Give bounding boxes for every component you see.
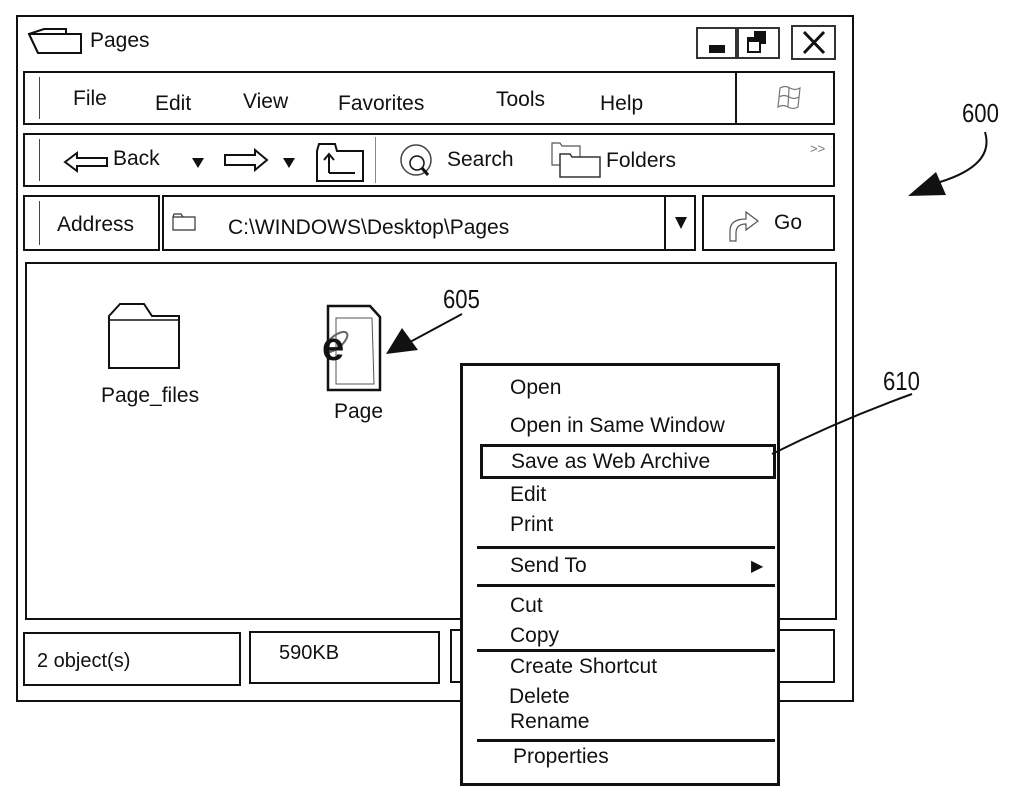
- folders-button[interactable]: Folders: [550, 139, 700, 183]
- back-label: Back: [113, 147, 160, 171]
- status-size: 590KB: [249, 631, 440, 684]
- menu-separator: [477, 584, 775, 587]
- toolbar-grip[interactable]: [39, 139, 40, 181]
- menu-item-properties[interactable]: Properties: [513, 745, 609, 769]
- svg-text:e: e: [322, 325, 344, 369]
- restore-button[interactable]: [737, 27, 780, 59]
- folders-label: Folders: [606, 149, 676, 173]
- forward-dropdown-icon[interactable]: [282, 157, 296, 169]
- menu-tools[interactable]: Tools: [496, 88, 545, 112]
- annotation-600: 600: [962, 98, 999, 129]
- menu-item-save-web-archive[interactable]: Save as Web Archive: [511, 450, 710, 474]
- annotation-arrow-600: [900, 130, 1000, 210]
- address-value: C:\WINDOWS\Desktop\Pages: [228, 216, 509, 240]
- search-label: Search: [447, 148, 514, 172]
- folders-icon: [550, 139, 604, 181]
- file-name: Page: [334, 400, 383, 424]
- status-objects-text: 2 object(s): [37, 650, 130, 673]
- search-button[interactable]: Search: [397, 141, 525, 181]
- divider: [375, 137, 376, 183]
- menu-favorites[interactable]: Favorites: [338, 92, 424, 116]
- menu-item-open[interactable]: Open: [510, 376, 561, 400]
- menu-item-copy[interactable]: Copy: [510, 624, 559, 648]
- address-input[interactable]: C:\WINDOWS\Desktop\Pages: [162, 195, 696, 251]
- folder-icon: [172, 213, 196, 231]
- close-button[interactable]: [791, 25, 836, 60]
- submenu-arrow-icon: ▶: [751, 556, 763, 576]
- menu-item-edit[interactable]: Edit: [510, 483, 546, 507]
- standard-toolbar: Back Search Folders >>: [23, 133, 835, 187]
- toolbar-grip[interactable]: [39, 201, 40, 245]
- restore-icon: [739, 29, 779, 59]
- menu-file[interactable]: File: [73, 87, 107, 111]
- window-title: Pages: [90, 29, 150, 53]
- address-label: Address: [57, 213, 134, 237]
- menu-item-print[interactable]: Print: [510, 513, 553, 537]
- divider: [664, 197, 666, 249]
- menu-item-rename[interactable]: Rename: [510, 710, 589, 734]
- web-page-icon: e: [310, 300, 390, 396]
- windows-logo-icon: [775, 83, 805, 113]
- close-icon: [793, 27, 835, 59]
- menu-bar: File Edit View Favorites Tools Help: [23, 71, 835, 125]
- file-item-page-files[interactable]: Page_files: [90, 300, 230, 410]
- search-icon: [397, 141, 441, 183]
- menu-separator: [477, 649, 775, 652]
- menu-item-delete[interactable]: Delete: [509, 685, 570, 709]
- annotation-leader-610: [770, 390, 920, 460]
- menu-separator: [477, 739, 775, 742]
- menu-edit[interactable]: Edit: [155, 92, 191, 116]
- minimize-button[interactable]: [696, 27, 737, 59]
- open-folder-icon: [26, 26, 84, 56]
- address-dropdown-icon[interactable]: [674, 216, 688, 230]
- file-name: Page_files: [101, 384, 199, 408]
- menu-help[interactable]: Help: [600, 92, 643, 116]
- up-folder-button[interactable]: [315, 141, 367, 183]
- toolbar-grip[interactable]: [39, 77, 40, 119]
- annotation-arrow-605: [380, 310, 480, 370]
- menu-view[interactable]: View: [243, 90, 288, 114]
- forward-button[interactable]: [221, 148, 269, 174]
- menu-item-open-same-window[interactable]: Open in Same Window: [510, 414, 725, 438]
- go-button[interactable]: Go: [702, 195, 835, 251]
- divider: [735, 73, 737, 123]
- menu-separator: [477, 546, 775, 549]
- minimize-icon: [709, 45, 725, 53]
- menu-item-send-to[interactable]: Send To: [510, 554, 587, 578]
- address-label-box: Address: [23, 195, 160, 251]
- status-objects: 2 object(s): [23, 632, 241, 686]
- go-label: Go: [774, 211, 802, 235]
- back-arrow-icon: [63, 151, 111, 173]
- context-menu: Open Open in Same Window Save as Web Arc…: [460, 363, 780, 786]
- menu-item-create-shortcut[interactable]: Create Shortcut: [510, 655, 657, 679]
- toolbar-overflow-chevron[interactable]: >>: [810, 141, 825, 156]
- menu-item-cut[interactable]: Cut: [510, 594, 543, 618]
- status-size-text: 590KB: [279, 642, 339, 665]
- go-arrow-icon: [726, 209, 764, 243]
- back-dropdown-icon[interactable]: [191, 157, 205, 169]
- folder-icon: [106, 300, 182, 370]
